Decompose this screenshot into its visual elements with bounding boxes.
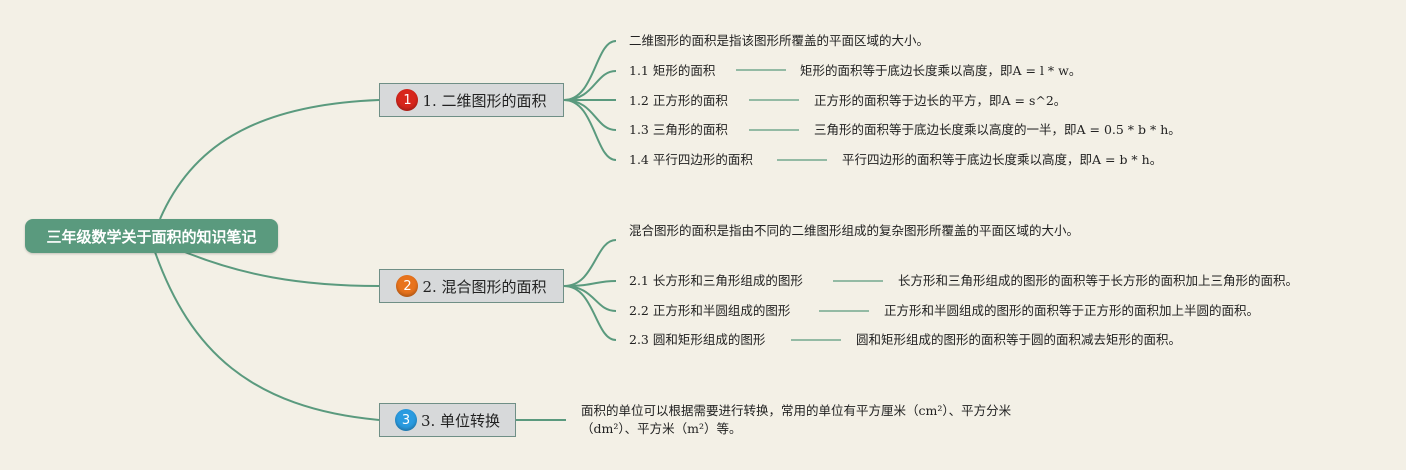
- item-1-2-label[interactable]: 1.2 正方形的面积: [629, 93, 728, 108]
- item-1-1-label[interactable]: 1.1 矩形的面积: [629, 63, 716, 78]
- branch-3-title: 3. 单位转换: [420, 411, 501, 430]
- item-2-1-label[interactable]: 2.1 长方形和三角形组成的图形: [629, 273, 803, 288]
- priority-1-icon: 1: [396, 89, 419, 111]
- branch-3-topic[interactable]: 3 3. 单位转换: [379, 403, 516, 437]
- item-1-1-detail[interactable]: 矩形的面积等于底边长度乘以高度，即A = l * w。: [800, 63, 1082, 78]
- priority-3-icon: 3: [394, 409, 417, 431]
- item-2-3-label[interactable]: 2.3 圆和矩形组成的图形: [629, 332, 766, 347]
- item-1-4-detail[interactable]: 平行四边形的面积等于底边长度乘以高度，即A = b * h。: [842, 152, 1163, 167]
- priority-2-icon: 2: [396, 275, 419, 297]
- branch-2-topic[interactable]: 2 2. 混合图形的面积: [379, 269, 564, 303]
- item-1-3-label[interactable]: 1.3 三角形的面积: [629, 122, 728, 137]
- item-2-1-detail[interactable]: 长方形和三角形组成的图形的面积等于长方形的面积加上三角形的面积。: [898, 273, 1299, 288]
- branch-1-intro[interactable]: 二维图形的面积是指该图形所覆盖的平面区域的大小。: [629, 33, 930, 48]
- root-topic[interactable]: 三年级数学关于面积的知识笔记: [25, 219, 278, 253]
- item-1-2-detail[interactable]: 正方形的面积等于边长的平方，即A = s^2。: [814, 93, 1067, 108]
- branch-2-intro[interactable]: 混合图形的面积是指由不同的二维图形组成的复杂图形所覆盖的平面区域的大小。: [629, 223, 1080, 238]
- branch-1-topic[interactable]: 1 1. 二维图形的面积: [379, 83, 564, 117]
- branch-3-intro[interactable]: 面积的单位可以根据需要进行转换，常用的单位有平方厘米（cm²）、平方分米（dm²…: [581, 403, 1012, 436]
- root-title: 三年级数学关于面积的知识笔记: [46, 227, 257, 246]
- item-2-2-detail[interactable]: 正方形和半圆组成的图形的面积等于正方形的面积加上半圆的面积。: [884, 303, 1260, 318]
- item-2-3-detail[interactable]: 圆和矩形组成的图形的面积等于圆的面积减去矩形的面积。: [856, 332, 1182, 347]
- item-2-2-label[interactable]: 2.2 正方形和半圆组成的图形: [629, 303, 791, 318]
- branch-1-title: 1. 二维图形的面积: [422, 91, 547, 110]
- item-1-3-detail[interactable]: 三角形的面积等于底边长度乘以高度的一半，即A = 0.5 * b * h。: [814, 122, 1181, 137]
- item-1-4-label[interactable]: 1.4 平行四边形的面积: [629, 152, 753, 167]
- branch-2-title: 2. 混合图形的面积: [422, 277, 547, 296]
